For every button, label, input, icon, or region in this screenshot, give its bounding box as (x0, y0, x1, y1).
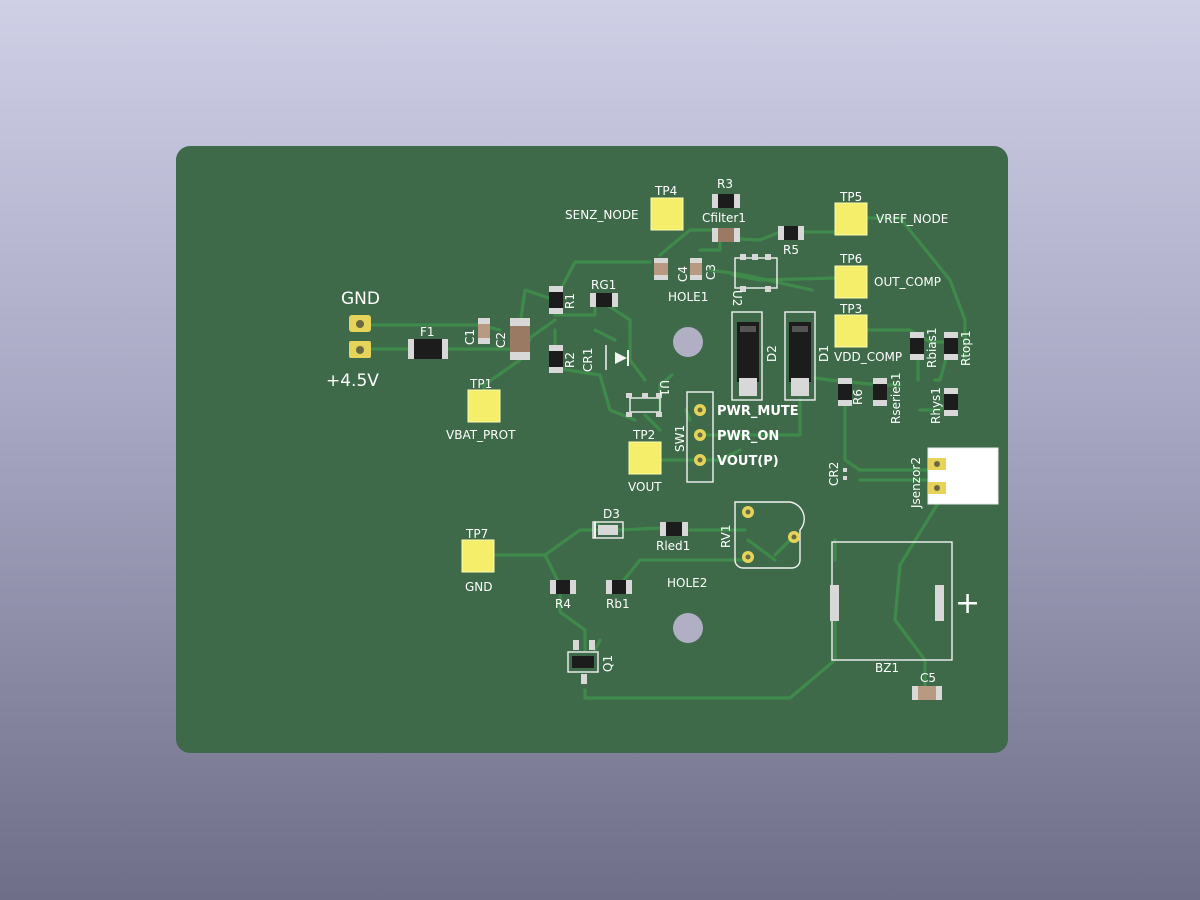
switch-label-on: PWR_ON (717, 429, 779, 444)
bz1-ref: BZ1 (875, 661, 899, 675)
tp6-ref: TP6 (839, 252, 862, 266)
pcb-board (176, 146, 1008, 753)
hole1-ref: HOLE1 (668, 290, 708, 304)
u2-ref: U2 (730, 290, 744, 306)
r5-ref: R5 (783, 243, 799, 257)
tp1-ref: TP1 (469, 377, 492, 391)
c3-ref: C3 (704, 264, 718, 280)
vin-label: +4.5V (326, 371, 379, 391)
tp5-ref: TP5 (839, 190, 862, 204)
tp7-net: GND (465, 580, 493, 594)
r4-ref: R4 (555, 597, 571, 611)
gnd-label: GND (341, 289, 380, 309)
switch-label-vout: VOUT(P) (717, 454, 779, 469)
tp6-pad (834, 265, 868, 299)
r3-ref: R3 (717, 177, 733, 191)
tp6-net: OUT_COMP (874, 275, 941, 289)
tp2-net: VOUT (628, 480, 662, 494)
c2-ref: C2 (494, 332, 508, 348)
tp3-pad (834, 314, 868, 348)
ic-u1 (626, 393, 662, 417)
tp3-ref: TP3 (839, 302, 862, 316)
q1-ref: Q1 (601, 655, 615, 672)
cfilter1-ref: Cfilter1 (702, 211, 746, 225)
c1-ref: C1 (463, 329, 477, 345)
buzzer-plus-mark: + (955, 586, 980, 621)
switch-sw1 (686, 391, 714, 483)
rg1-ref: RG1 (591, 278, 616, 292)
diode-d2 (731, 311, 763, 401)
led-d3 (592, 521, 624, 539)
c4-ref: C4 (676, 266, 690, 282)
mounting-hole-1 (673, 327, 703, 357)
silkscreen-labels: GND +4.5V F1 C1 C2 R1 R2 RG1 CR1 U1 TP4 … (326, 177, 980, 685)
f1-ref: F1 (420, 325, 435, 339)
rb1-ref: Rb1 (606, 597, 630, 611)
sw1-ref: SW1 (673, 425, 687, 452)
cr2-ref: CR2 (827, 462, 841, 486)
tp3-net: VDD_COMP (834, 350, 902, 364)
tp4-ref: TP4 (654, 184, 677, 198)
rbias1-ref: Rbias1 (925, 327, 939, 368)
rtop1-ref: Rtop1 (959, 330, 973, 366)
cr1-ref: CR1 (581, 348, 595, 372)
r6-ref: R6 (851, 389, 865, 405)
buzzer-bz1 (830, 541, 953, 661)
rseries1-ref: Rseries1 (889, 372, 903, 424)
rled1-ref: Rled1 (656, 539, 690, 553)
tp4-pad (650, 197, 684, 231)
mounting-hole-2 (673, 613, 703, 643)
diode-cr1 (605, 345, 629, 370)
d3-ref: D3 (603, 507, 620, 521)
u1-ref: U1 (657, 380, 671, 396)
r1-ref: R1 (563, 293, 577, 309)
d1-ref: D1 (817, 345, 831, 362)
tp7-pad (461, 539, 495, 573)
switch-label-mute: PWR_MUTE (717, 404, 799, 419)
tp2-pad (628, 441, 662, 475)
tp1-net: VBAT_PROT (446, 428, 516, 442)
jsenzor2-ref: Jsenzor2 (909, 457, 923, 509)
r2-ref: R2 (563, 352, 577, 368)
tp5-net: VREF_NODE (876, 212, 948, 226)
d2-ref: D2 (765, 345, 779, 362)
trimmer-rv1 (734, 501, 805, 569)
power-header (349, 315, 371, 358)
tp4-net: SENZ_NODE (565, 208, 639, 222)
test-point-pads (461, 197, 868, 573)
hole2-ref: HOLE2 (667, 576, 707, 590)
rv1-ref: RV1 (719, 524, 733, 548)
tp2-ref: TP2 (632, 428, 655, 442)
connector-jsenzor2 (927, 447, 999, 505)
tp1-pad (467, 389, 501, 423)
tp7-ref: TP7 (465, 527, 488, 541)
ic-u2 (734, 254, 778, 292)
smd-passives (478, 194, 958, 700)
c5-ref: C5 (920, 671, 936, 685)
diode-d1 (784, 311, 816, 401)
fuse-f1 (408, 339, 448, 359)
rhys1-ref: Rhys1 (929, 387, 943, 424)
tp5-pad (834, 202, 868, 236)
transistor-q1 (567, 640, 599, 684)
